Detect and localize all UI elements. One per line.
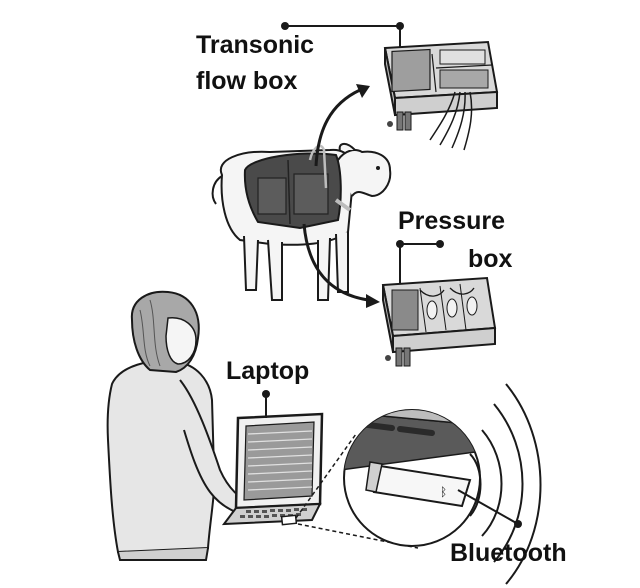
transonic-flow-box-illustration <box>383 40 499 151</box>
laptop-label: Laptop <box>226 357 310 385</box>
arrow-to-pressure <box>302 223 380 308</box>
bluetooth-icon: ᛒ <box>440 485 447 499</box>
transonic-label-line2: flow box <box>196 67 298 95</box>
laptop-callout <box>262 390 270 418</box>
arrow-to-transonic <box>314 84 370 167</box>
pressure-callout <box>396 240 444 284</box>
bluetooth-label: Bluetooth <box>450 539 567 567</box>
transonic-label-line1: Transonic <box>196 31 315 59</box>
pressure-label-line2: box <box>468 245 513 273</box>
pressure-box-illustration <box>381 276 497 367</box>
radio-wave-icon <box>469 383 542 585</box>
pressure-label-line1: Pressure <box>398 207 506 235</box>
laptop-illustration <box>221 412 324 526</box>
sheep-illustration <box>211 143 392 301</box>
bluetooth-callout <box>457 489 522 528</box>
bluetooth-zoom-inset: ᛒ <box>343 409 481 547</box>
transonic-callout <box>281 22 404 48</box>
